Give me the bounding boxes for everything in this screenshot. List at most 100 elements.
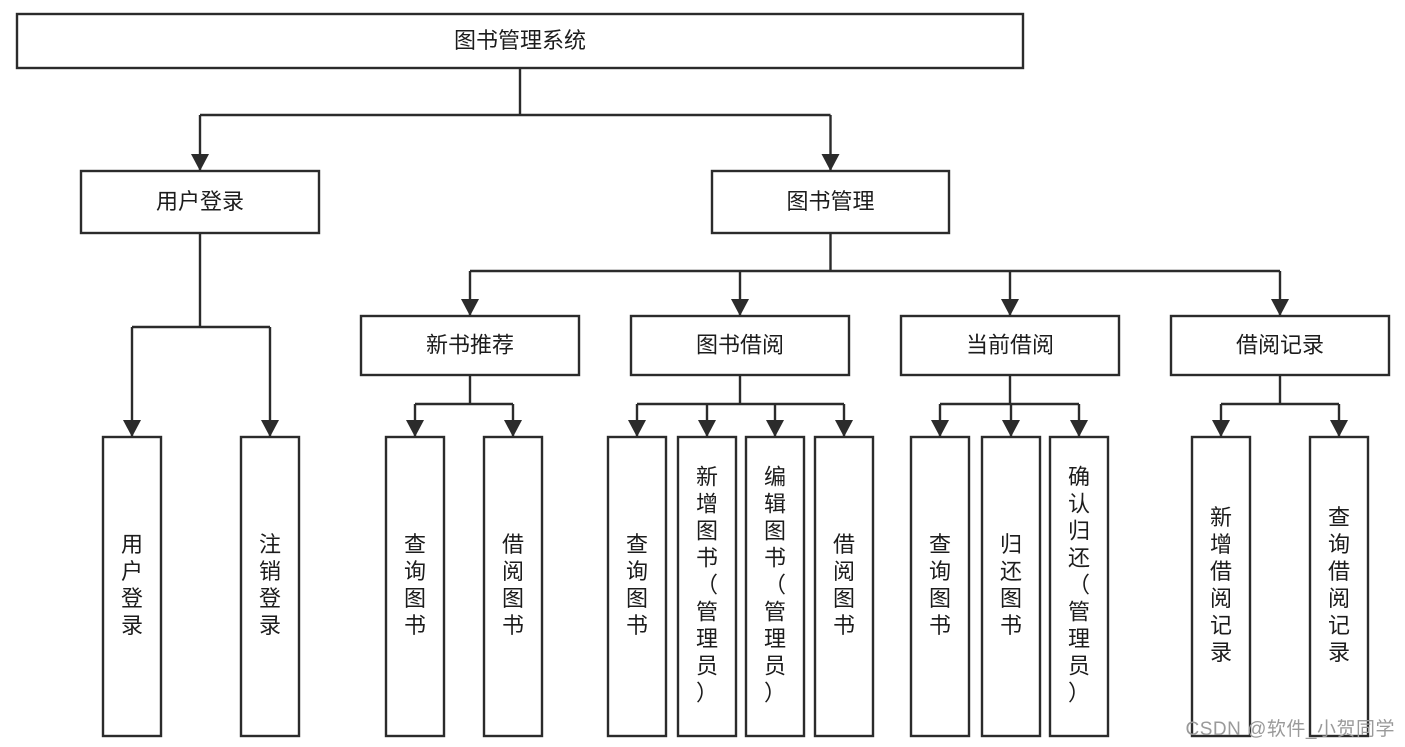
node-box[interactable]	[710, 169, 951, 235]
node-label-char: 书	[1000, 613, 1022, 638]
node-box[interactable]	[813, 435, 875, 738]
node-box[interactable]	[482, 435, 544, 738]
node-label-char: 注	[259, 532, 281, 557]
node-label-char: 增	[1210, 532, 1232, 557]
node-label-char: 新	[1210, 505, 1232, 530]
node-label-char: 录	[259, 613, 281, 638]
node-box[interactable]	[15, 12, 1025, 70]
node-label-char: 图	[696, 518, 718, 543]
node-box[interactable]	[79, 169, 321, 235]
node-label-char: 记	[1328, 613, 1350, 638]
node-label-char: ）	[764, 680, 786, 705]
arrow-head-icon	[1001, 299, 1019, 316]
node-label-char: 管	[764, 599, 786, 624]
node-label-char: 借	[1210, 559, 1232, 584]
node-borrow-records[interactable]: 借阅记录	[1169, 314, 1391, 377]
arrow-head-icon	[1330, 420, 1348, 437]
node-box[interactable]	[606, 435, 668, 738]
node-label-char: 登	[259, 586, 281, 611]
node-box[interactable]	[101, 435, 163, 738]
node-box[interactable]	[384, 435, 446, 738]
node-label-char: 归	[1000, 532, 1022, 557]
node-label: 借阅记录	[1236, 332, 1324, 357]
node-current-borrow[interactable]: 当前借阅	[899, 314, 1121, 377]
arrow-head-icon	[835, 420, 853, 437]
node-label-char: 查	[626, 532, 648, 557]
node-label-char: ）	[696, 680, 718, 705]
node-label-char: 登	[121, 586, 143, 611]
arrow-head-icon	[731, 299, 749, 316]
node-label-char: 查	[1328, 505, 1350, 530]
node-box[interactable]	[909, 435, 971, 738]
node-label-char: 书	[404, 613, 426, 638]
node-label-char: 书	[502, 613, 524, 638]
node-label-char: （	[1068, 572, 1090, 597]
arrow-head-icon	[628, 420, 646, 437]
node-box[interactable]	[744, 435, 806, 738]
node-label-char: 阅	[833, 559, 855, 584]
node-label-char: 图	[404, 586, 426, 611]
node-label-char: 确	[1068, 464, 1090, 489]
node-label-char: 借	[502, 532, 524, 557]
node-label: 图书管理	[786, 189, 874, 214]
node-box[interactable]	[359, 314, 581, 377]
node-box[interactable]	[629, 314, 851, 377]
node-label-char: 书	[696, 545, 718, 570]
node-label-char: 理	[696, 626, 718, 651]
node-label-char: 阅	[502, 559, 524, 584]
arrow-head-icon	[1070, 420, 1088, 437]
connector-group	[123, 233, 279, 437]
node-label-char: 阅	[1210, 586, 1232, 611]
node-root-图书管理系统[interactable]: 图书管理系统	[15, 12, 1025, 70]
node-book-borrow[interactable]: 图书借阅	[629, 314, 851, 377]
node-label: 当前借阅	[966, 332, 1054, 357]
node-label-char: 编	[764, 464, 786, 489]
arrow-head-icon	[406, 420, 424, 437]
node-box[interactable]	[1190, 435, 1252, 738]
node-label-char: 书	[929, 613, 951, 638]
node-label-char: 员	[696, 653, 718, 678]
node-label-char: 管	[696, 599, 718, 624]
node-label-char: 阅	[1328, 586, 1350, 611]
arrow-head-icon	[766, 420, 784, 437]
arrow-head-icon	[261, 420, 279, 437]
node-box[interactable]	[1169, 314, 1391, 377]
node-new-book-recommend[interactable]: 新书推荐	[359, 314, 581, 377]
node-user-login[interactable]: 用户登录	[79, 169, 321, 235]
node-leaf-user-login[interactable]: 用户登录	[101, 435, 163, 738]
arrow-head-icon	[1212, 420, 1230, 437]
arrow-head-icon	[191, 154, 209, 171]
node-label-char: 图	[833, 586, 855, 611]
node-label-char: 书	[833, 613, 855, 638]
node-box[interactable]	[676, 435, 738, 738]
node-box[interactable]	[1048, 435, 1110, 738]
node-box[interactable]	[980, 435, 1042, 738]
node-box[interactable]	[899, 314, 1121, 377]
csdn-watermark: CSDN @软件_小贺同学	[1185, 719, 1395, 740]
node-box[interactable]	[239, 435, 301, 738]
node-label-char: 图	[1000, 586, 1022, 611]
node-label-char: 询	[626, 559, 648, 584]
arrow-head-icon	[461, 299, 479, 316]
node-label-char: 认	[1068, 491, 1090, 516]
node-label-char: 员	[1068, 653, 1090, 678]
connector-layer	[123, 68, 1348, 437]
node-box[interactable]	[1308, 435, 1370, 738]
node-label-char: 还	[1000, 559, 1022, 584]
connector-group	[628, 375, 853, 437]
connector-group	[1212, 375, 1348, 437]
node-book-management[interactable]: 图书管理	[710, 169, 951, 235]
